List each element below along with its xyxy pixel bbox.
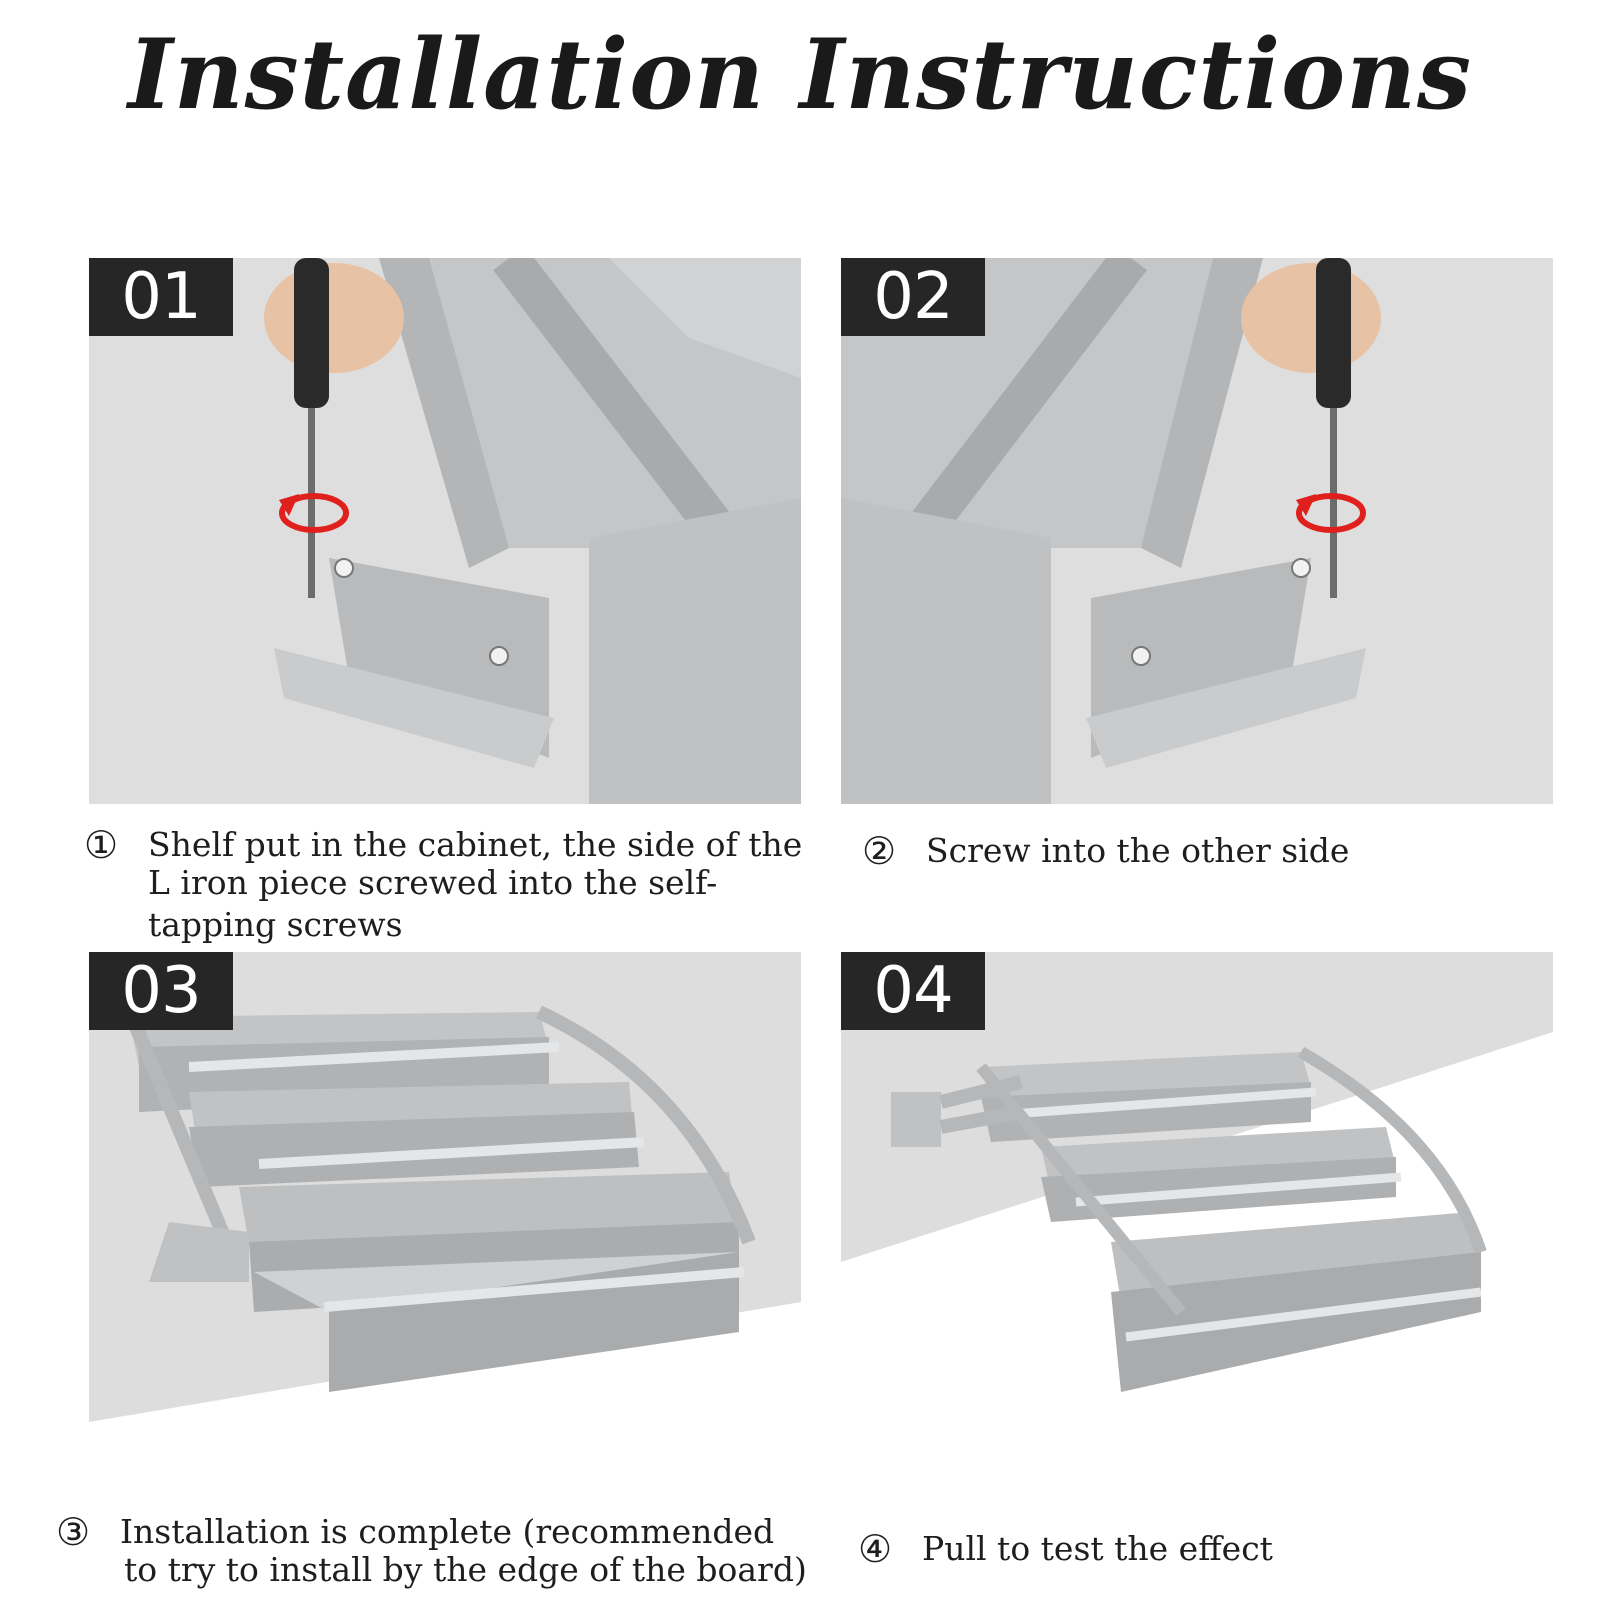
step-4-badge: 04 [841, 952, 985, 1030]
step-3-marker: ③ [56, 1510, 91, 1554]
step-1-image: 01 [89, 258, 801, 804]
step-1-caption: ① Shelf put in the cabinet, the side of … [84, 823, 803, 944]
step-3-image: 03 [89, 952, 801, 1498]
step-4-text-line-1: Pull to test the effect [922, 1529, 1273, 1568]
step-2-badge: 02 [841, 258, 985, 336]
step-1-text-line-1: Shelf put in the cabinet, the side of th… [148, 825, 803, 864]
step-3-text-line-2: to try to install by the edge of the boa… [124, 1550, 807, 1589]
l-bracket-illustration [841, 258, 1553, 804]
step-3-badge: 03 [89, 952, 233, 1030]
step-1-badge: 01 [89, 258, 233, 336]
step-1-marker: ① [84, 823, 119, 867]
l-bracket-illustration [89, 258, 801, 804]
step-4-marker: ④ [858, 1527, 893, 1571]
step-2-text-line-1: Screw into the other side [926, 831, 1350, 870]
step-1-text-line-3: tapping screws [148, 905, 403, 944]
step-3-caption: ③ Installation is complete (recommended … [56, 1513, 836, 1591]
rotate-arrow-icon [1296, 493, 1366, 533]
step-2-caption: ② Screw into the other side [862, 832, 1462, 872]
rotate-arrow-icon [279, 493, 349, 533]
hand-with-screwdriver-icon [264, 258, 404, 598]
hand-with-screwdriver-icon [1241, 258, 1381, 598]
step-2-marker: ② [862, 829, 897, 873]
step-2-image: 02 [841, 258, 1553, 804]
step-1-text-line-2: L iron piece screwed into the self- [148, 863, 718, 902]
step-4-caption: ④ Pull to test the effect [858, 1530, 1458, 1570]
spice-rack-icon [841, 952, 1553, 1498]
step-3-text-line-1: Installation is complete (recommended [120, 1512, 775, 1551]
spice-rack-icon [89, 952, 801, 1498]
page-title: Installation Instructions [127, 18, 1473, 131]
step-4-image: 04 [841, 952, 1553, 1498]
